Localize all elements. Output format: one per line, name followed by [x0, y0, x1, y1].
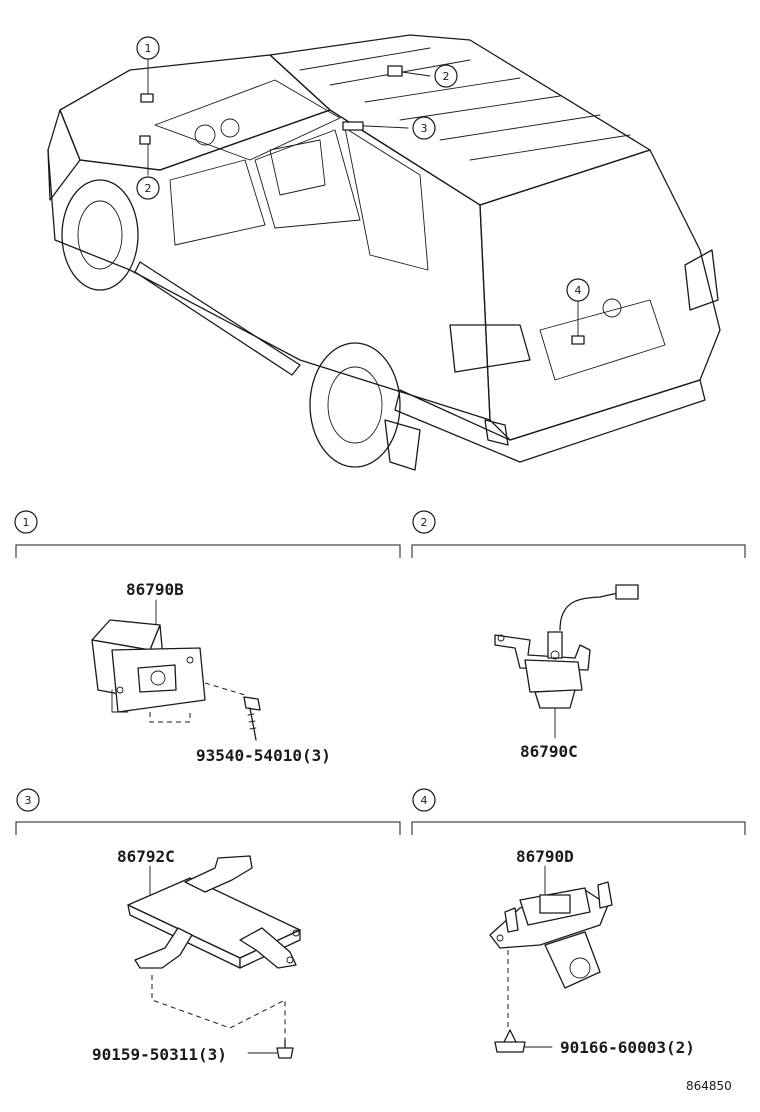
svg-text:2: 2: [443, 70, 450, 83]
svg-text:3: 3: [421, 122, 428, 135]
camera-86790c-drawing: [494, 584, 639, 709]
callout-2-left: 2: [136, 176, 160, 200]
callout-4: 4: [566, 278, 590, 302]
svg-text:3: 3: [25, 794, 32, 807]
section-2: 2 86790C: [411, 510, 746, 761]
bolt-90159-50311-drawing: [276, 1039, 294, 1059]
callout-2-right: 2: [434, 64, 458, 88]
section-3: 3 86792C 90159-50311(3): [15, 788, 401, 1064]
svg-text:4: 4: [421, 794, 428, 807]
part-label-86792c: 86792C: [117, 847, 175, 866]
vehicle-illustration: [47, 34, 721, 471]
clip-90166-60003-drawing: [494, 1029, 526, 1053]
screw-93540-54010-drawing: [243, 696, 261, 741]
svg-text:1: 1: [145, 42, 152, 55]
svg-text:2: 2: [421, 516, 428, 529]
svg-text:1: 1: [23, 516, 30, 529]
section-4: 4 86790D 90166-60003(2): [411, 788, 746, 1057]
diagram-reference-code: 864850: [686, 1079, 732, 1093]
section-1: 1 86790B 93540-54010(3): [14, 510, 401, 765]
part-label-90159-50311: 90159-50311(3): [92, 1045, 227, 1064]
callout-3: 3: [412, 116, 436, 140]
part-label-90166-60003: 90166-60003(2): [560, 1038, 695, 1057]
part-label-86790c: 86790C: [520, 742, 578, 761]
module-86792c-drawing: [127, 855, 301, 969]
callout-1: 1: [136, 36, 160, 60]
part-label-93540-54010: 93540-54010(3): [196, 746, 331, 765]
camera-86790d-drawing: [489, 881, 613, 989]
part-label-86790d: 86790D: [516, 847, 574, 866]
svg-text:2: 2: [145, 182, 152, 195]
part-label-86790b: 86790B: [126, 580, 184, 599]
camera-86790b-drawing: [91, 619, 206, 713]
svg-text:4: 4: [575, 284, 582, 297]
